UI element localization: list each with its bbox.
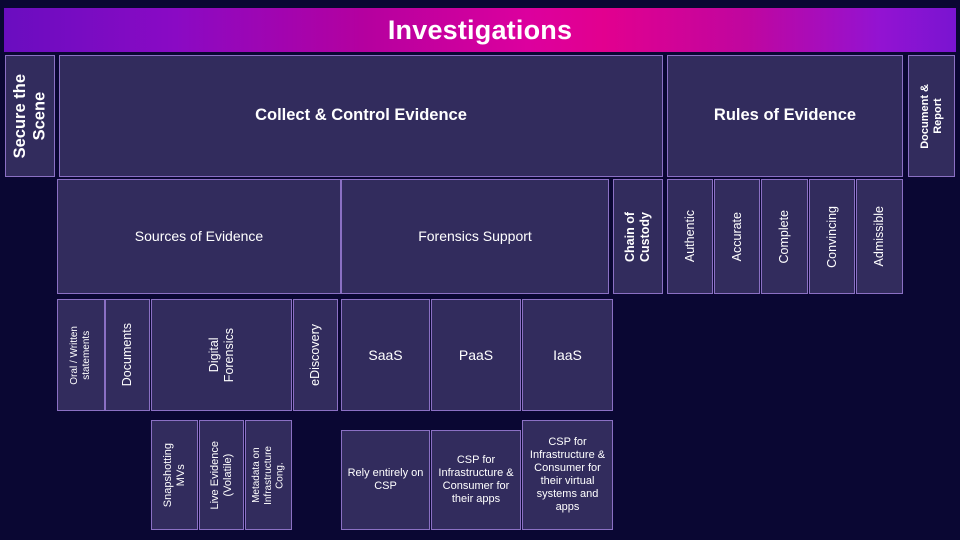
node-chain-of-custody[interactable]: Chain of Custody — [613, 179, 663, 294]
node-saas[interactable]: SaaS — [341, 299, 430, 411]
node-rules-of-evidence[interactable]: Rules of Evidence — [667, 55, 903, 177]
node-metadata-on-infrastructure-cong[interactable]: Metadata on Infrastructure Cong. — [245, 420, 292, 530]
node-digital-forensics[interactable]: Digital Forensics — [151, 299, 292, 411]
node-documents[interactable]: Documents — [105, 299, 150, 411]
node-oral-written-statements[interactable]: Oral / Written statements — [57, 299, 105, 411]
node-snapshotting-mvs[interactable]: Snapshotting MVs — [151, 420, 198, 530]
node-convincing[interactable]: Convincing — [809, 179, 855, 294]
node-document-and-report[interactable]: Document & Report — [908, 55, 955, 177]
node-live-evidence-volatile[interactable]: Live Evidence (Volatile) — [199, 420, 244, 530]
node-secure-the-scene[interactable]: Secure the Scene — [5, 55, 55, 177]
node-authentic[interactable]: Authentic — [667, 179, 713, 294]
node-forensics-support[interactable]: Forensics Support — [341, 179, 609, 294]
node-collect-control-evidence[interactable]: Collect & Control Evidence — [59, 55, 663, 177]
node-saas-detail[interactable]: Rely entirely on CSP — [341, 430, 430, 530]
page-title: Investigations — [387, 14, 573, 45]
node-ediscovery[interactable]: eDiscovery — [293, 299, 338, 411]
node-iaas-detail[interactable]: CSP for Infrastructure & Consumer for th… — [522, 420, 613, 530]
node-admissible[interactable]: Admissible — [856, 179, 903, 294]
node-iaas[interactable]: IaaS — [522, 299, 613, 411]
diagram-title-banner: Investigations — [4, 8, 956, 52]
node-paas-detail[interactable]: CSP for Infrastructure & Consumer for th… — [431, 430, 521, 530]
node-paas[interactable]: PaaS — [431, 299, 521, 411]
node-sources-of-evidence[interactable]: Sources of Evidence — [57, 179, 341, 294]
node-complete[interactable]: Complete — [761, 179, 808, 294]
node-accurate[interactable]: Accurate — [714, 179, 760, 294]
